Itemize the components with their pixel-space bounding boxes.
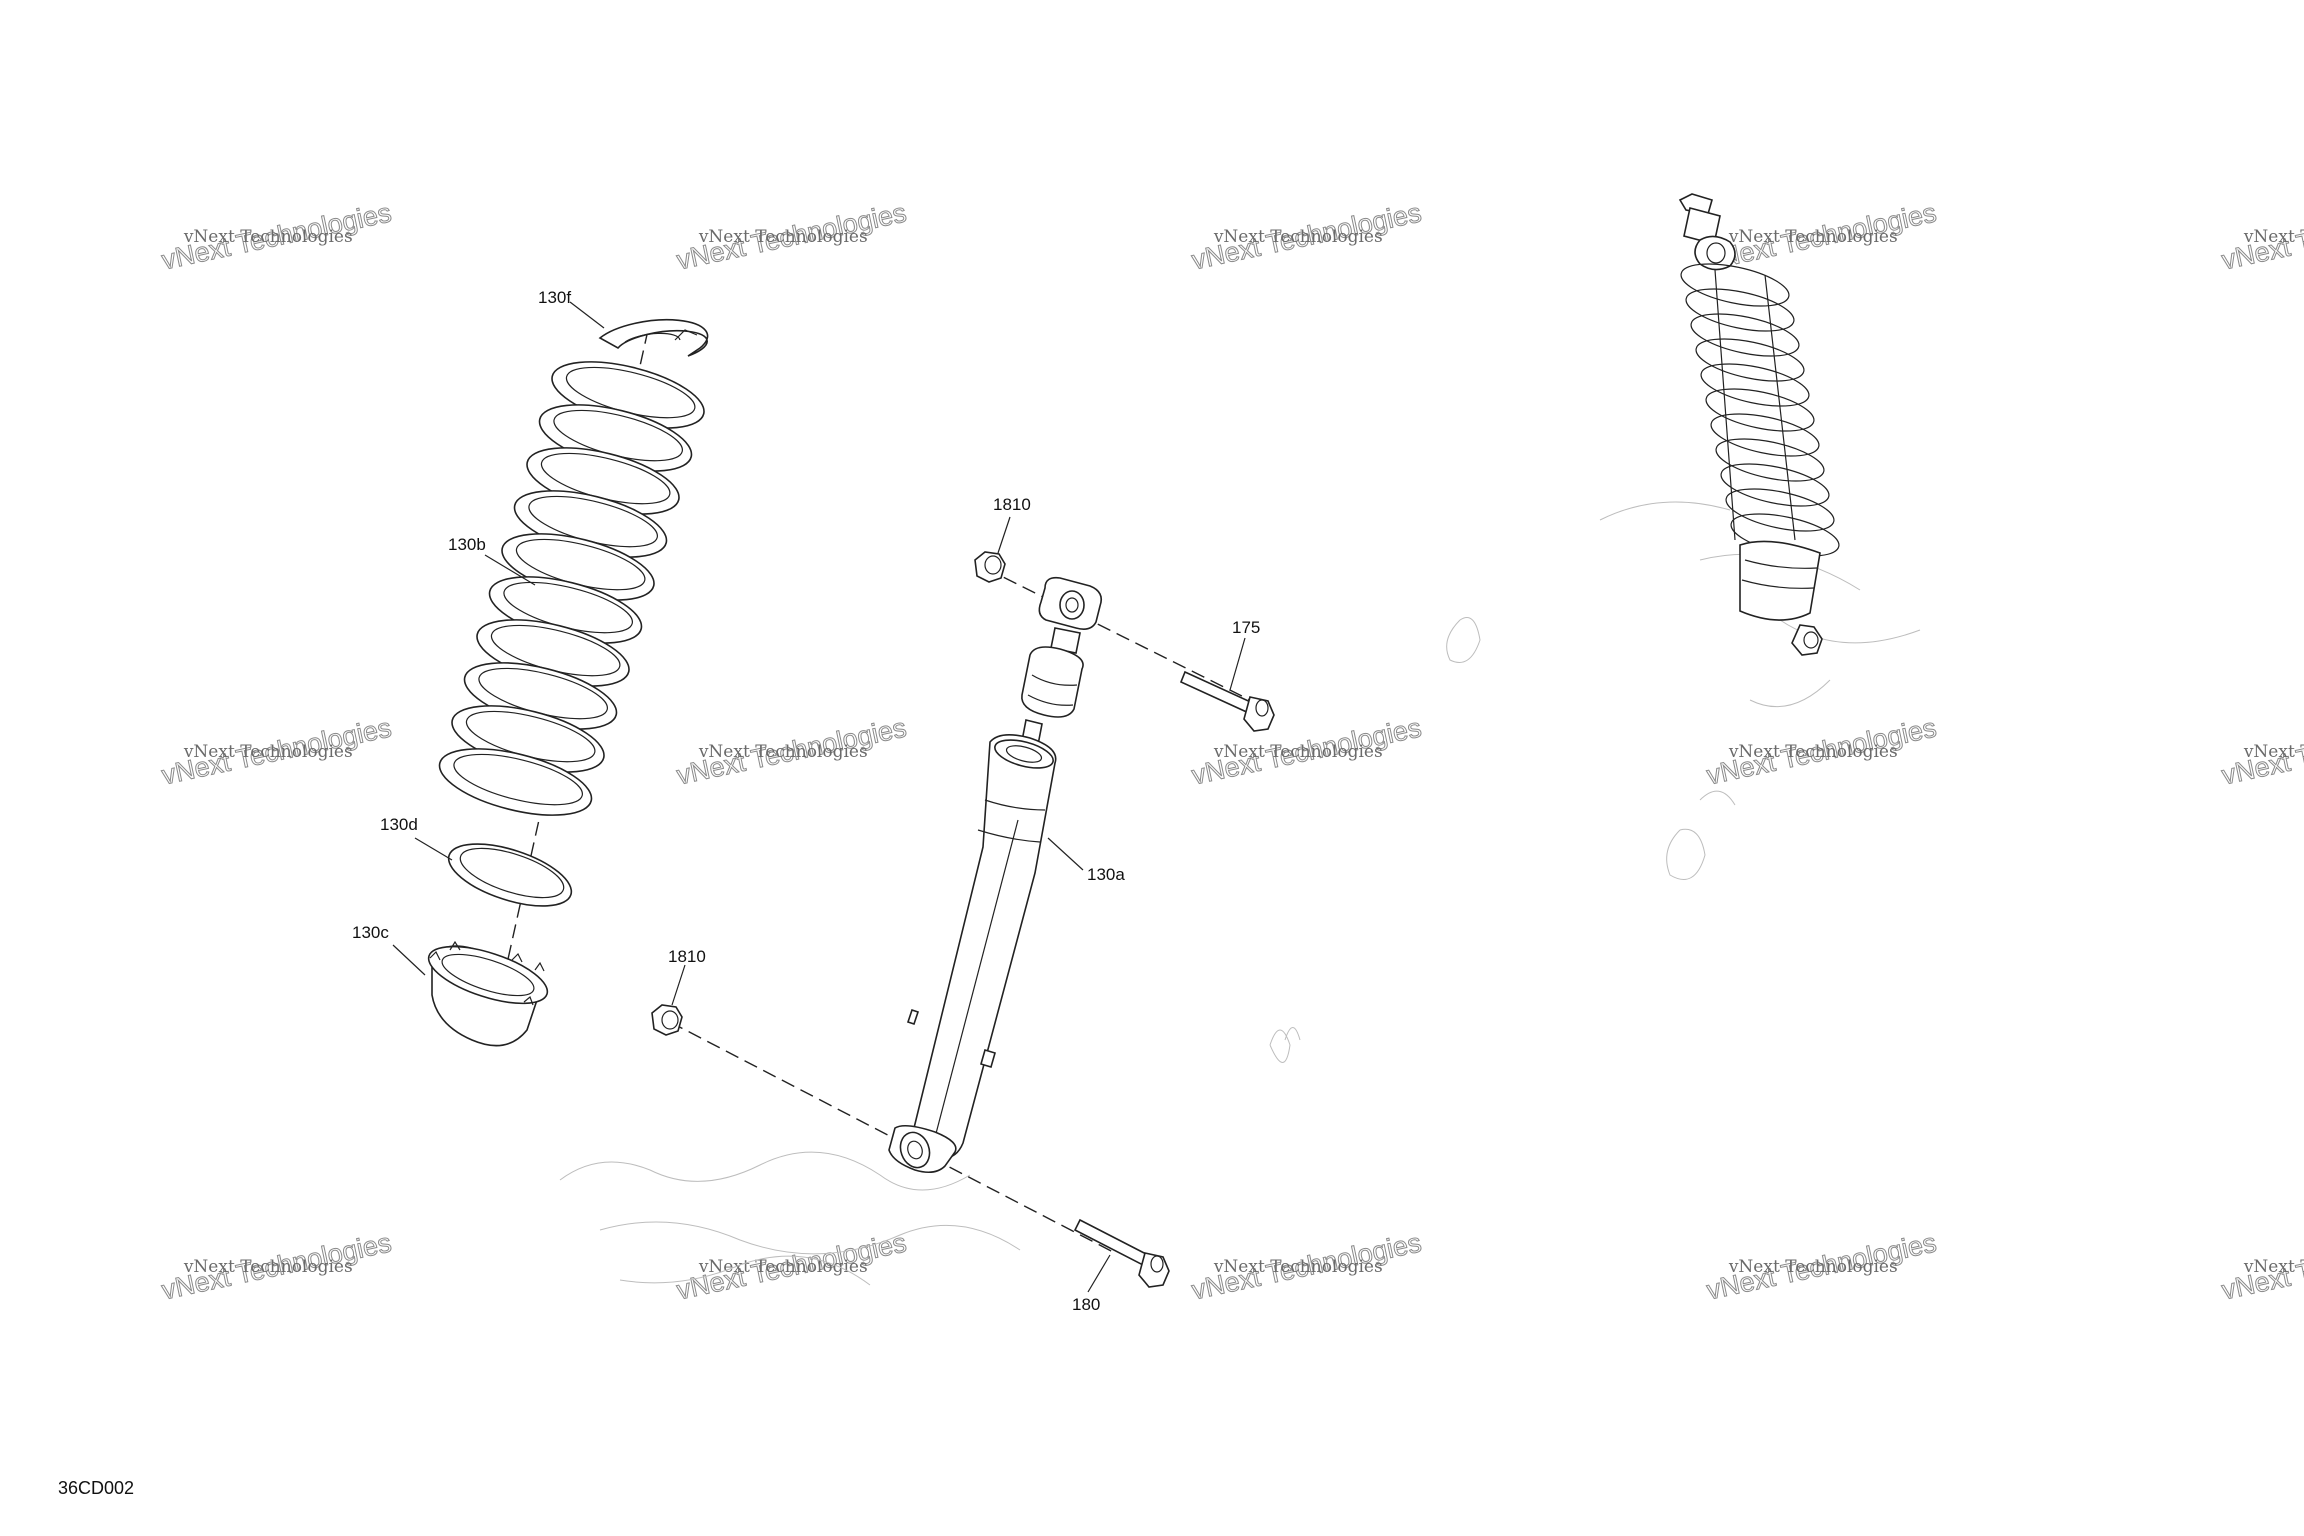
shock-body bbox=[888, 734, 1057, 1174]
spring-seat-ring bbox=[447, 843, 573, 907]
top-flange-nut bbox=[974, 551, 1006, 583]
watermark-small-text: vNext Technologies bbox=[2243, 742, 2304, 762]
bottom-flange-nut bbox=[651, 1004, 683, 1036]
assembled-spring-coil bbox=[1715, 438, 1825, 482]
watermark-small-text: vNext Technologies bbox=[698, 742, 868, 762]
watermark-small-text: vNext Technologies bbox=[1213, 742, 1383, 762]
watermark-small-text: vNext Technologies bbox=[1728, 1257, 1898, 1277]
assembled-spring-coil bbox=[1690, 313, 1800, 357]
watermark-small-text: vNext Technologies bbox=[183, 1257, 353, 1277]
shock-absorber-group bbox=[651, 551, 1275, 1288]
adjuster-collar bbox=[427, 940, 549, 1047]
callout-130a: 130a bbox=[1087, 865, 1125, 884]
watermark-small-text: vNext Technologies bbox=[1213, 1257, 1383, 1277]
watermark-small-text: vNext Technologies bbox=[183, 742, 353, 762]
watermark-small-text: vNext Technologies bbox=[1728, 227, 1898, 247]
assembled-spring-coil bbox=[1695, 338, 1805, 382]
assembled-spring-coil bbox=[1720, 463, 1830, 507]
assembled-spring-coil bbox=[1725, 488, 1835, 532]
bottom-mount-bolt bbox=[1073, 1218, 1170, 1288]
drawing-id: 36CD002 bbox=[58, 1478, 135, 1498]
assembled-spring-coil bbox=[1710, 413, 1820, 457]
top-mount-axis bbox=[984, 567, 1251, 701]
assembled-spring-coil bbox=[1705, 388, 1815, 432]
callout-180: 180 bbox=[1072, 1295, 1100, 1314]
spring-coil-inner bbox=[453, 753, 583, 806]
callout-130c: 130c bbox=[352, 923, 389, 942]
top-mount-bolt bbox=[1179, 670, 1275, 732]
callout-labels: 130f 130b 130d 130c 1810 175 130a 1810 1… bbox=[352, 288, 1260, 1314]
callout-130b: 130b bbox=[448, 535, 486, 554]
assembled-damper-body bbox=[1714, 269, 1796, 541]
assembled-spring-coil bbox=[1700, 363, 1810, 407]
assembled-coil-spring bbox=[1680, 263, 1840, 557]
leader-lines bbox=[392, 301, 1246, 1293]
watermark-small-text: vNext Technologies bbox=[698, 227, 868, 247]
watermark-small-text: vNext Technologies bbox=[2243, 227, 2304, 247]
assembled-spring-coil bbox=[1680, 263, 1790, 307]
watermark-small-text: vNext Technologies bbox=[1728, 742, 1898, 762]
spring-coil bbox=[438, 748, 593, 816]
top-spring-seat bbox=[598, 318, 709, 357]
callout-130f: 130f bbox=[538, 288, 571, 307]
spring-assembly-exploded bbox=[427, 318, 709, 1047]
coil-spring bbox=[438, 361, 705, 816]
watermark-small-text: vNext Technologies bbox=[2243, 1257, 2304, 1277]
callout-130d: 130d bbox=[380, 815, 418, 834]
watermark-small-text: vNext Technologies bbox=[1213, 227, 1383, 247]
callout-175: 175 bbox=[1232, 618, 1260, 637]
assembled-shock-view bbox=[1678, 193, 1840, 656]
callout-1810-top: 1810 bbox=[993, 495, 1031, 514]
assembled-spring-coil bbox=[1685, 288, 1795, 332]
callout-1810-bottom: 1810 bbox=[668, 947, 706, 966]
watermark-small-text: vNext Technologies bbox=[183, 227, 353, 247]
watermark-small-text: vNext Technologies bbox=[698, 1257, 868, 1277]
faded-background-sketch bbox=[559, 501, 1921, 1286]
